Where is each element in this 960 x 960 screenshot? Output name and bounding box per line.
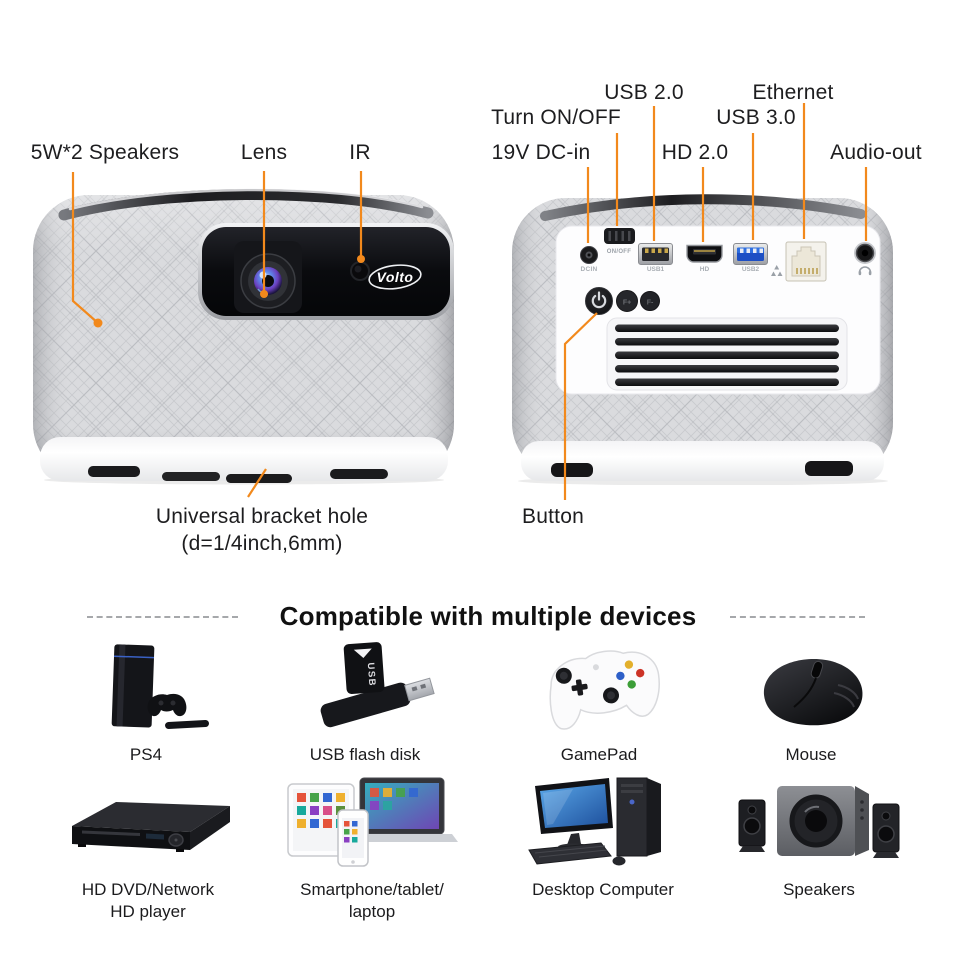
front-top-glossy-band: [58, 189, 434, 221]
device-ps4: PS4: [41, 641, 251, 766]
title-dash-left: [87, 616, 238, 618]
brand-logo-text: Volto: [377, 269, 414, 285]
dc-in-jack: [580, 246, 598, 264]
on-off-switch: [604, 228, 635, 244]
power-icon: [591, 291, 607, 309]
device-speakers: Speakers: [714, 772, 924, 901]
usb-flash-body-text: USB: [365, 662, 378, 687]
f-minus-button: F-: [640, 291, 660, 311]
device-usb-flash-disk: USB USB flash disk: [260, 641, 470, 766]
usb1-port: [638, 243, 673, 265]
device-smart-devices: Smartphone/tablet/laptop: [267, 772, 477, 923]
section-title: Compatible with multiple devices: [279, 601, 697, 631]
projector-back-image: DCIN ON/OFF USB1 HD: [512, 194, 893, 485]
device-label: Desktop Computer: [532, 880, 674, 899]
device-label: Speakers: [783, 880, 855, 899]
back-bottom-band: [521, 441, 884, 481]
gamepad-image: [549, 650, 660, 730]
callout-ethernet-label: Ethernet: [752, 81, 834, 104]
front-lens-bar: Volto: [198, 223, 454, 320]
speakers-image: [738, 786, 900, 858]
callout-audio-out-label: Audio-out: [830, 141, 922, 164]
callout-dc-in-label: 19V DC-in: [491, 141, 591, 164]
callout-bracket-hole-label: Universal bracket hole: [155, 505, 369, 528]
desktop-computer-image: [528, 777, 661, 866]
device-label: USB flash disk: [309, 745, 421, 764]
port-label-usb1: USB1: [647, 266, 665, 273]
device-label: Smartphone/tablet/laptop: [300, 880, 444, 922]
power-button: [585, 287, 613, 315]
device-mouse: Mouse: [706, 641, 916, 766]
dvd-player-image: [72, 802, 230, 852]
callout-speakers-label: 5W*2 Speakers: [30, 141, 180, 164]
network-icon: [771, 265, 783, 276]
f-plus-label: F+: [623, 300, 631, 307]
usb2-port: [733, 243, 768, 265]
callout-usb30-label: USB 3.0: [716, 106, 796, 129]
port-label-dcin: DCIN: [580, 266, 597, 273]
f-plus-button: F+: [616, 290, 638, 312]
usb-flash-disk-image: USB: [320, 642, 435, 728]
lens-icon: [240, 253, 296, 309]
callout-button-label: Button: [522, 505, 584, 528]
callout-lens-label: Lens: [240, 141, 288, 164]
device-label: GamePad: [560, 745, 638, 764]
title-dash-right: [730, 616, 865, 618]
ethernet-port: [785, 241, 827, 282]
device-gamepad: GamePad: [494, 641, 704, 766]
projector-front-image: Volto: [33, 188, 454, 485]
device-label: Mouse: [785, 745, 837, 764]
audio-out-jack: [854, 242, 876, 264]
smart-devices-image: [287, 777, 458, 867]
brand-logo: Volto: [368, 264, 422, 290]
hdmi-port: [686, 244, 723, 263]
ir-sensor-icon: [350, 261, 370, 281]
mouse-image: [763, 659, 863, 726]
device-desktop-computer: Desktop Computer: [498, 772, 708, 901]
f-minus-label: F-: [647, 300, 654, 307]
device-label: PS4: [129, 745, 163, 764]
ps4-image: [111, 644, 210, 729]
callout-bracket-hole-detail: (d=1/4inch,6mm): [181, 532, 343, 555]
callout-hd20-label: HD 2.0: [661, 141, 729, 164]
port-label-usb2: USB2: [742, 266, 760, 273]
vent-grille: [606, 317, 848, 391]
front-projector-body: [33, 188, 454, 483]
callout-usb20-label: USB 2.0: [604, 81, 684, 104]
port-label-onoff: ON/OFF: [607, 249, 631, 255]
callout-turn-onoff-label: Turn ON/OFF: [491, 106, 621, 129]
headphone-icon: [858, 266, 872, 276]
front-feet: [88, 466, 388, 483]
callout-ir-label: IR: [349, 141, 371, 164]
port-label-hd: HD: [700, 266, 710, 273]
